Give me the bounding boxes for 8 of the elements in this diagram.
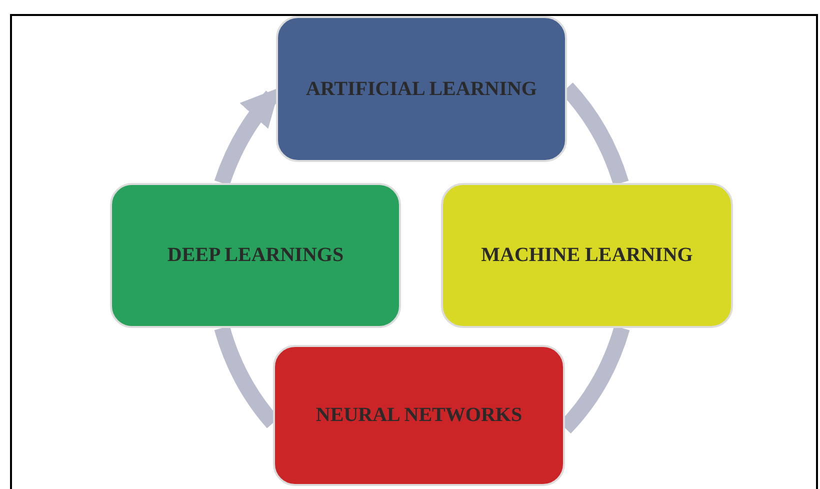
process-box <box>110 183 401 328</box>
box-label: ARTIFICIAL LEARNING <box>306 76 537 102</box>
box-label: NEURAL NETWORKS <box>316 403 522 428</box>
process-box <box>273 345 565 486</box>
process-box <box>441 183 733 328</box>
box-label: DEEP LEARNINGS <box>167 243 344 268</box>
box-label: MACHINE LEARNING <box>481 243 693 268</box>
process-box <box>276 16 567 162</box>
